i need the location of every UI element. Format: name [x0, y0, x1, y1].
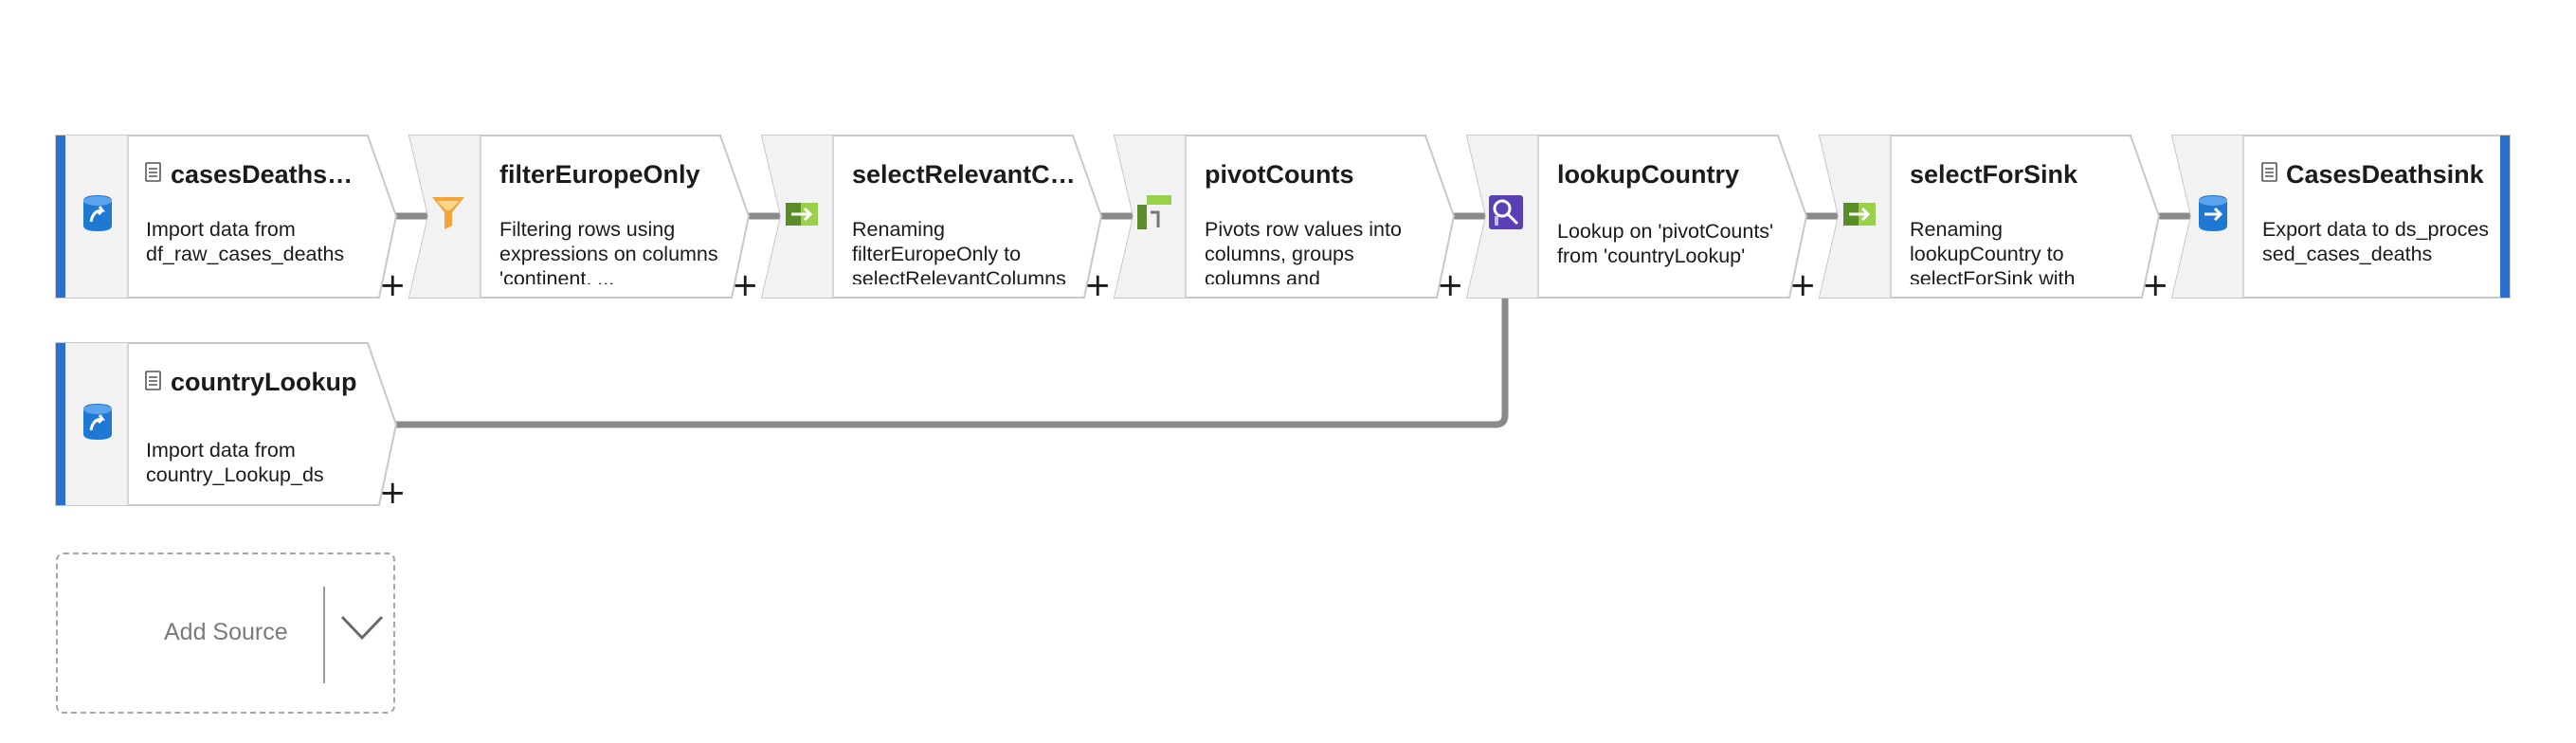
dataset-icon — [145, 162, 161, 182]
add-transform-button[interactable]: + — [379, 266, 407, 304]
dataset-icon — [2261, 162, 2277, 182]
chevron-down-icon[interactable] — [338, 609, 386, 643]
node-description: Import data from df_raw_cases_deaths — [146, 218, 345, 265]
node-title: selectForSink — [1910, 160, 2078, 189]
source-icon — [83, 404, 112, 440]
pivot-icon — [1137, 195, 1171, 229]
select-icon — [786, 203, 818, 226]
add-source-label: Add Source — [164, 619, 288, 645]
node-shape-6 — [1818, 135, 2161, 299]
add-transform-button[interactable]: + — [1437, 266, 1464, 304]
node-title: pivotCounts — [1205, 160, 1354, 189]
node-description: Renaming lookupCountry to selectForSink … — [1910, 218, 2076, 284]
divider — [323, 587, 325, 683]
node-title: countryLookup — [171, 368, 357, 396]
node-description: Renaming filterEuropeOnly to selectRelev… — [852, 218, 1066, 284]
node-title: casesDeathsSou… — [171, 160, 370, 189]
node-title: CasesDeathsink — [2286, 160, 2484, 189]
node-title: selectRelevantCol… — [852, 160, 1079, 189]
node-description: Import data from country_Lookup_ds — [146, 439, 324, 486]
node-description: Export data to ds_processed_cases_deaths — [2262, 218, 2490, 265]
add-transform-button[interactable]: + — [1789, 266, 1817, 304]
sink-icon — [2199, 195, 2227, 231]
node-shape-3 — [760, 135, 1103, 299]
add-transform-button[interactable]: + — [379, 474, 407, 512]
add-transform-button[interactable]: + — [2142, 266, 2169, 304]
add-transform-button[interactable]: + — [1084, 266, 1112, 304]
node-title: filterEuropeOnly — [499, 160, 700, 189]
node-description: Filtering rows using expressions on colu… — [499, 218, 718, 284]
lookup-icon — [1489, 195, 1523, 229]
add-transform-button[interactable]: + — [732, 266, 759, 304]
node-description: Pivots row values into columns, groups c… — [1205, 218, 1402, 284]
filter-icon — [432, 197, 464, 229]
node-title: lookupCountry — [1557, 160, 1739, 189]
node-shape-4 — [1113, 135, 1456, 299]
lookup-connector — [396, 298, 1509, 428]
add-source-button[interactable]: Add Source — [56, 553, 395, 714]
source-icon — [83, 195, 112, 231]
dataset-icon — [145, 371, 161, 390]
select-icon — [1843, 203, 1876, 226]
node-description: Lookup on 'pivotCounts' from 'countryLoo… — [1557, 220, 1774, 267]
